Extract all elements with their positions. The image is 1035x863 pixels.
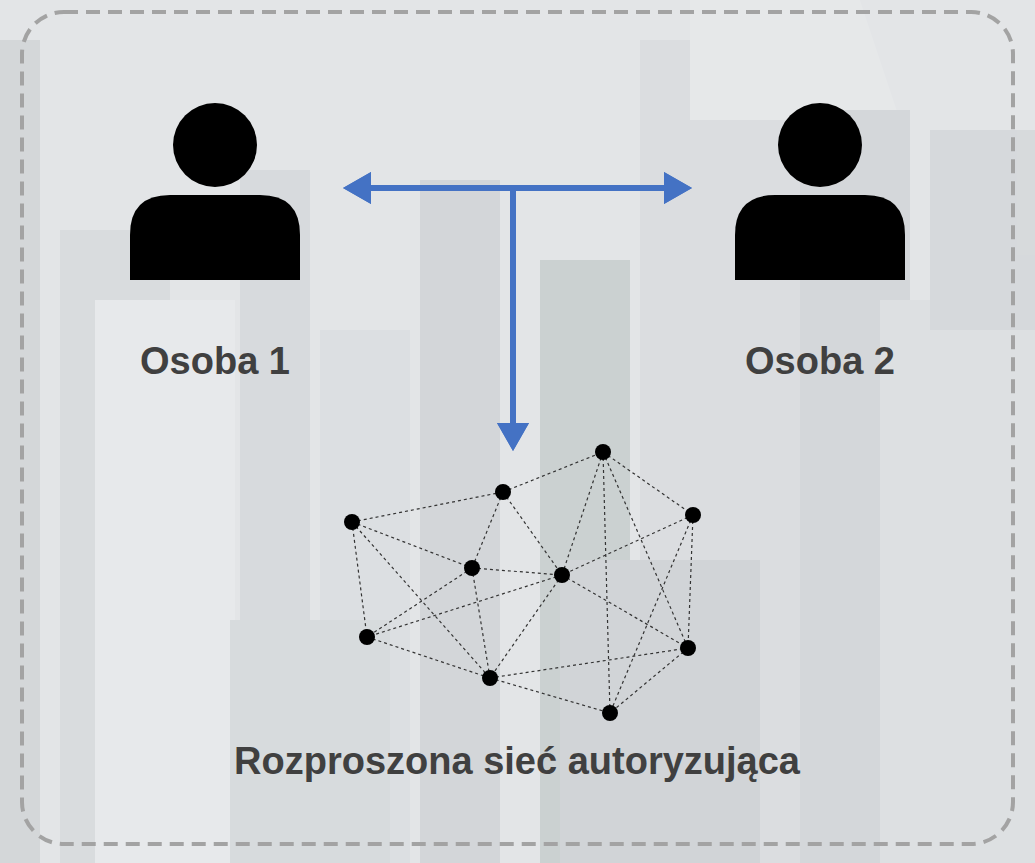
network-label: Rozproszona sieć autoryzująca — [234, 738, 800, 784]
connector-line — [513, 188, 664, 423]
dashed-frame — [22, 12, 1013, 844]
person-node: Osoba 2 — [700, 100, 940, 390]
connector-line — [371, 188, 513, 423]
arrow-head — [664, 172, 692, 204]
person-icon — [735, 103, 905, 280]
person-label: Osoba 2 — [745, 338, 895, 384]
arrow-connector — [343, 172, 529, 451]
arrow-head — [664, 172, 692, 204]
person-label: Osoba 1 — [140, 338, 290, 384]
network-graph — [344, 444, 701, 721]
arrow-head — [497, 423, 529, 451]
arrow-head — [497, 423, 529, 451]
person-node: Osoba 1 — [95, 100, 335, 390]
network-node: Rozproszona sieć autoryzująca — [157, 445, 877, 790]
arrow-head — [343, 172, 371, 204]
person-icon — [130, 103, 300, 280]
arrow-head — [343, 172, 371, 204]
arrow-connector — [497, 172, 692, 451]
